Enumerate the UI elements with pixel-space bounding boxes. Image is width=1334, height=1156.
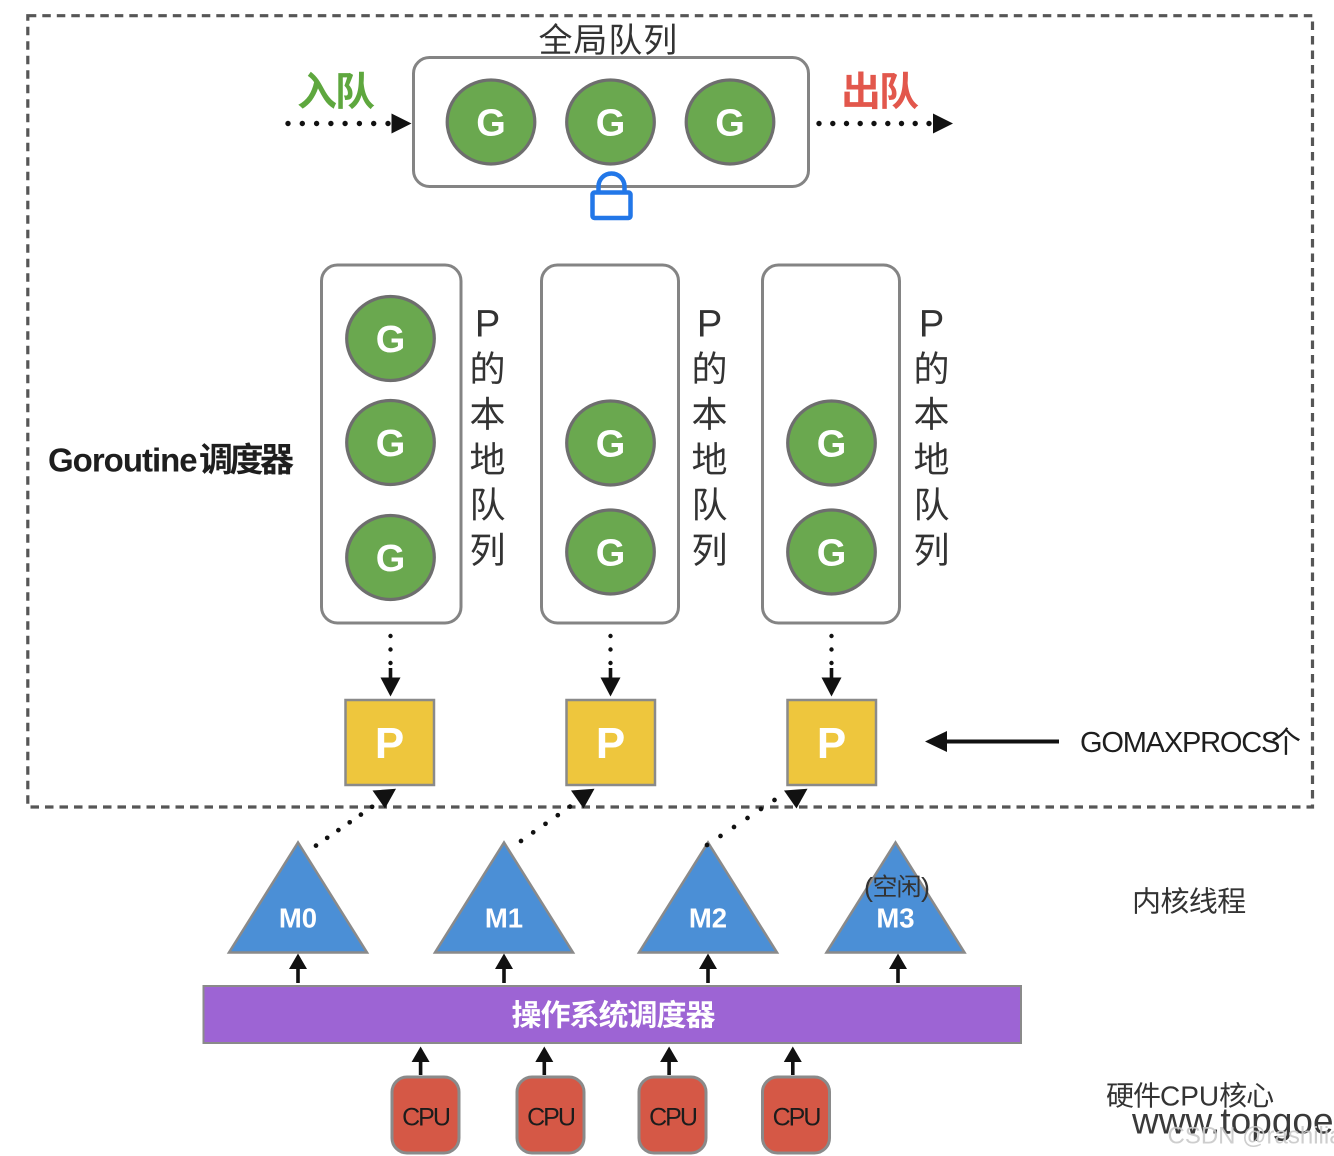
svg-text:(: (	[864, 873, 873, 903]
svg-text:CPU: CPU	[649, 1104, 697, 1132]
svg-text:G: G	[817, 533, 847, 575]
svg-text:P: P	[375, 719, 404, 768]
svg-text:G: G	[817, 424, 847, 466]
svg-text:www.topgoe: www.topgoe	[1131, 1101, 1334, 1142]
svg-text:M1: M1	[485, 903, 523, 934]
svg-text:CSDN @rashilia: CSDN @rashilia	[1168, 1123, 1334, 1150]
svg-text:CPU: CPU	[402, 1104, 450, 1132]
svg-text:P: P	[697, 304, 722, 346]
svg-text:G: G	[596, 533, 626, 575]
svg-text:GOMAXPROCS: GOMAXPROCS	[1080, 727, 1280, 759]
svg-text:M3: M3	[876, 903, 914, 934]
svg-text:G: G	[376, 423, 406, 465]
svg-text:G: G	[376, 538, 406, 580]
svg-text:CPU: CPU	[1160, 1081, 1219, 1112]
svg-text:): )	[921, 873, 930, 903]
svg-text:P: P	[596, 719, 625, 768]
svg-text:G: G	[715, 103, 745, 145]
svg-text:M2: M2	[689, 903, 727, 934]
svg-text:P: P	[475, 304, 500, 346]
svg-text:G: G	[376, 319, 406, 361]
svg-text:G: G	[596, 424, 626, 466]
svg-text:Goroutine: Goroutine	[48, 442, 197, 479]
svg-text:CPU: CPU	[773, 1104, 821, 1132]
svg-text:CPU: CPU	[527, 1104, 575, 1132]
svg-text:P: P	[919, 304, 944, 346]
svg-text:P: P	[817, 719, 846, 768]
svg-text:M0: M0	[279, 903, 317, 934]
svg-text:G: G	[596, 103, 626, 145]
svg-text:G: G	[476, 103, 506, 145]
